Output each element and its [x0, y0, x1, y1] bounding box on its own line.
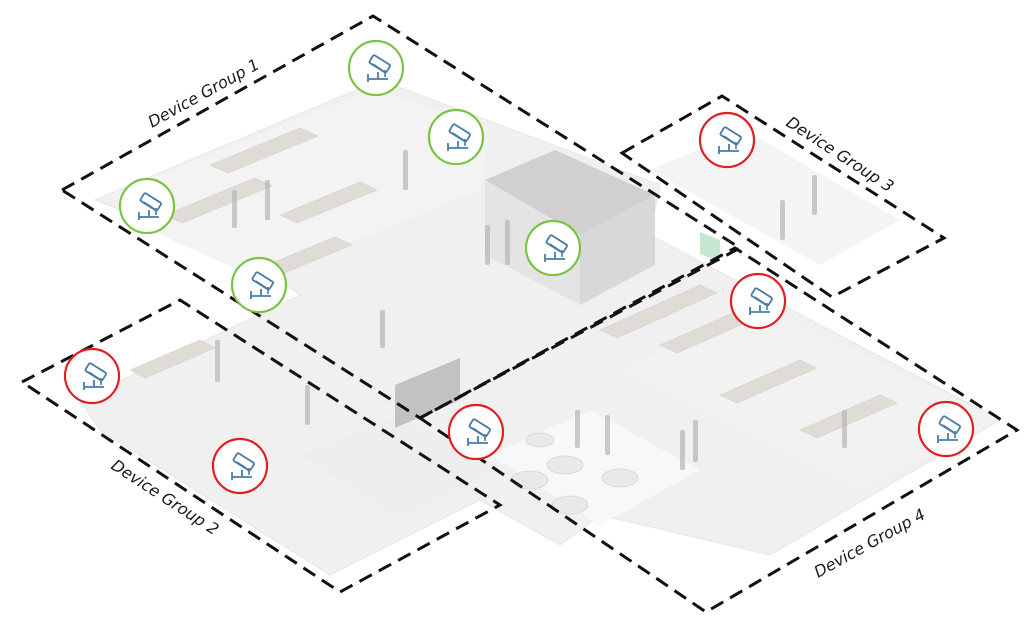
camera-marker[interactable]	[230, 256, 288, 314]
camera-status-ring	[524, 219, 582, 277]
camera-status-ring	[729, 272, 787, 330]
group-4-boundary	[417, 246, 1020, 614]
camera-marker[interactable]	[698, 111, 756, 169]
group-3-boundary	[619, 94, 947, 299]
camera-marker[interactable]	[427, 108, 485, 166]
meeting-room-wall-right	[580, 195, 655, 305]
camera-marker[interactable]	[211, 437, 269, 495]
camera-status-ring	[447, 403, 505, 461]
meeting-room-roof	[485, 150, 655, 235]
camera-status-ring	[427, 108, 485, 166]
camera-marker[interactable]	[729, 272, 787, 330]
camera-status-ring	[63, 347, 121, 405]
camera-marker[interactable]	[63, 347, 121, 405]
right-room-floor	[650, 130, 900, 265]
camera-marker[interactable]	[447, 403, 505, 461]
group-2-boundary	[19, 298, 503, 594]
group-boundaries	[19, 14, 1020, 614]
camera-status-ring	[230, 256, 288, 314]
camera-marker[interactable]	[524, 219, 582, 277]
lower-right-office	[620, 305, 1000, 490]
gym-floor	[300, 415, 500, 520]
camera-status-ring	[917, 400, 975, 458]
camera-marker[interactable]	[347, 39, 405, 97]
camera-marker[interactable]	[118, 177, 176, 235]
group-1-label: Device Group 1	[145, 55, 263, 132]
camera-status-ring	[211, 437, 269, 495]
camera-status-ring	[347, 39, 405, 97]
camera-marker[interactable]	[917, 400, 975, 458]
camera-status-ring	[698, 111, 756, 169]
office-wing-top	[110, 88, 490, 280]
floor-plan	[79, 79, 1002, 576]
camera-markers	[63, 39, 975, 495]
camera-status-ring	[118, 177, 176, 235]
